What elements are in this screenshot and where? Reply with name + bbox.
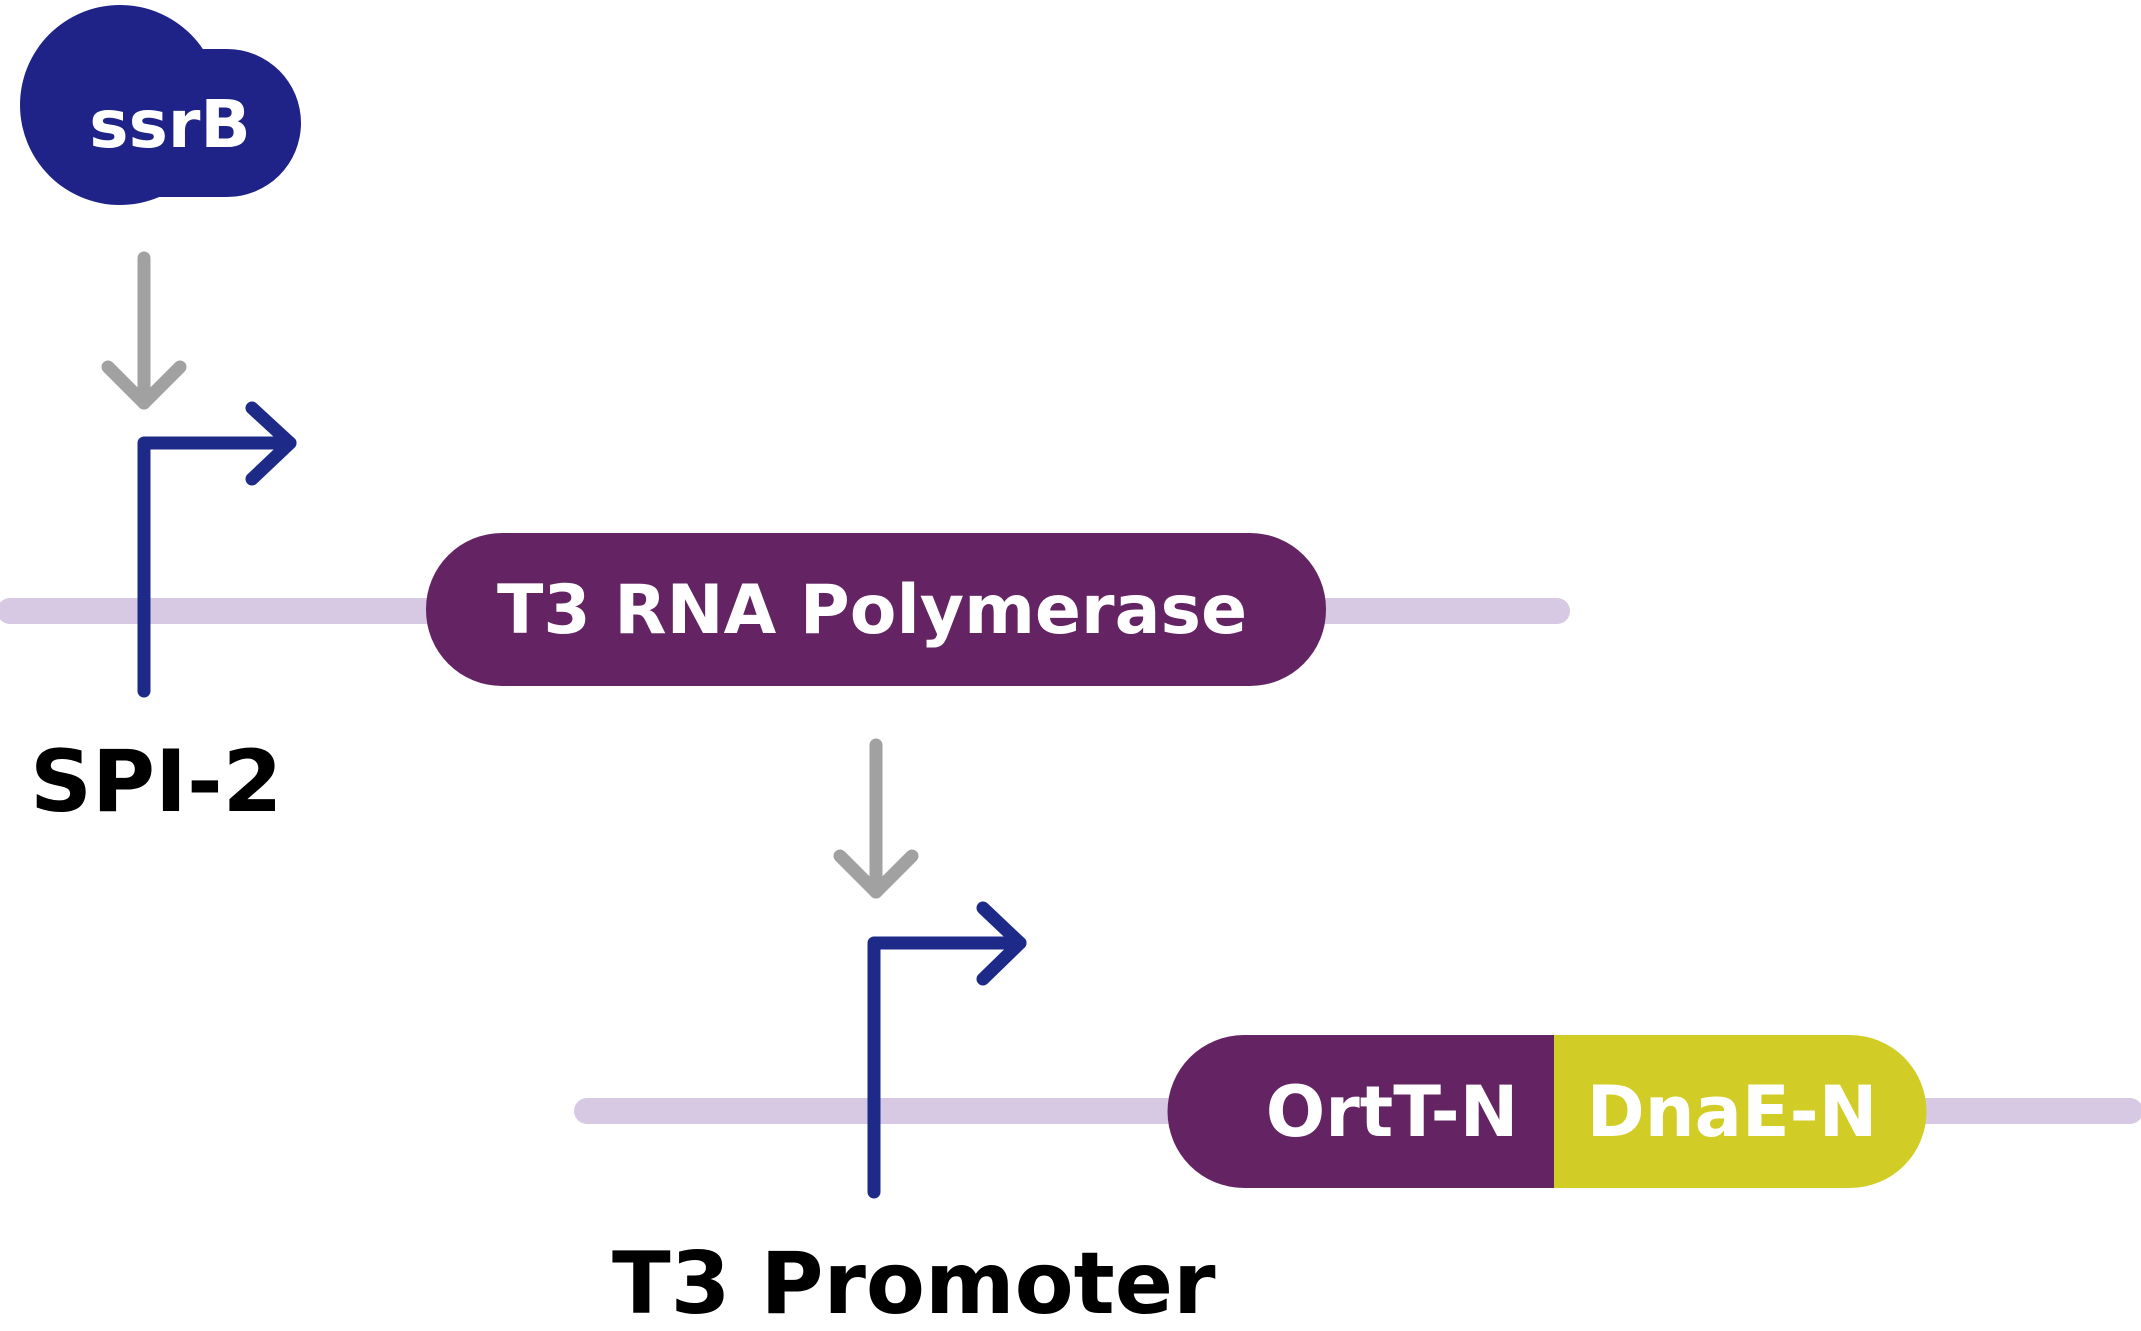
promoter-label-spi2: SPI-2 <box>30 732 283 832</box>
promoter-arrow-icon <box>867 901 1027 1199</box>
ssrb-label: ssrB <box>89 86 250 163</box>
ortt-domain <box>1167 1035 1554 1188</box>
dnae-domain <box>1554 1035 1927 1188</box>
promoter-label-t3: T3 Promoter <box>612 1234 1216 1331</box>
fusion-part <box>1167 1035 1927 1188</box>
activation-arrow-icon <box>101 251 187 410</box>
promoter-arrow-icon <box>137 401 297 698</box>
polymerase-part <box>426 533 1326 686</box>
activation-arrow-icon <box>833 738 919 899</box>
dnae-label: DnaE-N <box>1587 1071 1878 1153</box>
ssrb-protein-icon <box>20 5 301 205</box>
ortt-label: OrtT-N <box>1266 1071 1519 1153</box>
polymerase-label: T3 RNA Polymerase <box>497 571 1247 650</box>
